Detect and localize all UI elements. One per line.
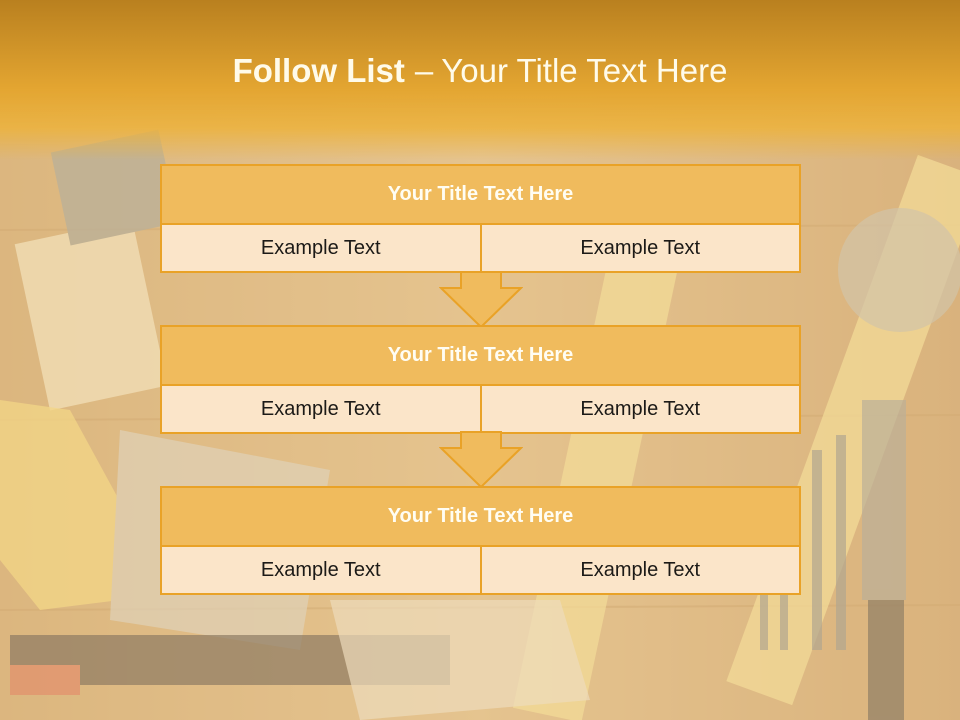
block-cell-left: Example Text	[162, 386, 480, 432]
down-arrow-icon	[439, 271, 523, 329]
drill-bit-icon	[760, 435, 846, 650]
slide-title-dash: –	[414, 52, 434, 89]
circular-saw-blade-icon	[838, 208, 960, 332]
list-block-1: Your Title Text Here Example Text Exampl…	[160, 164, 801, 273]
slide-title-rest: Your Title Text Here	[441, 52, 728, 89]
block-cell-left: Example Text	[162, 547, 480, 593]
block-cell-left: Example Text	[162, 225, 480, 271]
block-title: Your Title Text Here	[162, 166, 799, 225]
slide-title: Follow List–Your Title Text Here	[0, 52, 960, 90]
block-cell-right: Example Text	[479, 386, 799, 432]
block-title: Your Title Text Here	[162, 488, 799, 547]
chisel-icon	[862, 400, 906, 720]
block-cell-right: Example Text	[479, 547, 799, 593]
list-block-2: Your Title Text Here Example Text Exampl…	[160, 325, 801, 434]
list-block-3: Your Title Text Here Example Text Exampl…	[160, 486, 801, 595]
block-title: Your Title Text Here	[162, 327, 799, 386]
block-cell-right: Example Text	[479, 225, 799, 271]
slide-title-bold: Follow List	[232, 52, 405, 89]
down-arrow-icon	[439, 431, 523, 489]
header-band	[0, 0, 960, 160]
